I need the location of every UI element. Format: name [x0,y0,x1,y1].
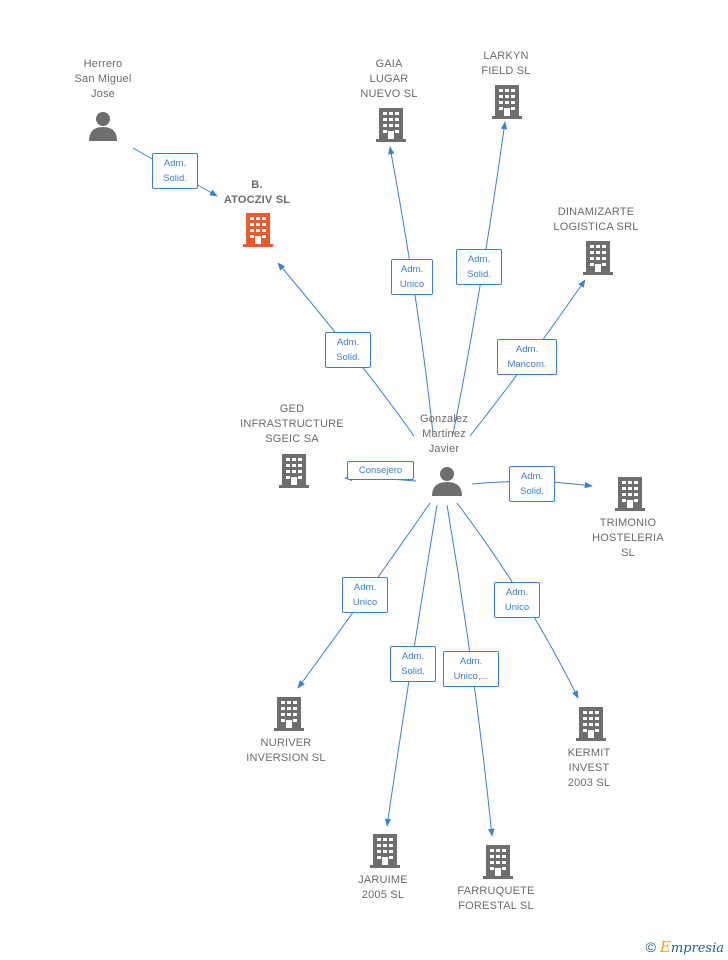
building-icon [274,697,304,731]
node-label: KERMIT INVEST 2003 SL [567,747,611,789]
relation-label[interactable]: Adm. Unico [391,259,433,295]
node-label: GED INFRASTRUCTURE SGEIC SA [240,403,344,445]
relation-label[interactable]: Adm. Solid. [152,153,198,189]
node-label: JARUIME 2005 SL [358,874,408,901]
building-icon [492,85,522,119]
building-icon [576,707,606,741]
node-label: DINAMIZARTE LOGISTICA SRL [553,206,639,233]
relation-label[interactable]: Adm. Solid. [456,249,502,285]
building-icon [583,241,613,275]
building-icon [615,477,645,511]
node-label: GAIA LUGAR NUEVO SL [360,58,418,100]
building-icon [370,834,400,868]
person-icon [89,112,117,141]
brand-logo-text: mpresia [670,941,724,956]
relation-label[interactable]: Adm. Solid. [390,646,436,682]
node-label: Gonzalez Martinez Javier [419,413,469,455]
brand-logo-letter: E [659,938,671,956]
node-label: NURIVER INVERSION SL [246,737,326,764]
building-icon [483,845,513,879]
node-label: FARRUQUETE FORESTAL SL [457,885,535,912]
relation-label[interactable]: Adm. Mancom. [497,339,557,375]
relation-label[interactable]: Adm. Unico,... [443,651,499,687]
relation-label[interactable]: Adm. Solid. [509,466,555,502]
relation-label[interactable]: Adm. Solid. [325,332,371,368]
node-label: Herrero San Miguel Jose [74,58,132,100]
edge-gonzalez-gaia [388,146,434,435]
copyright-icon: © [645,939,656,955]
node-label: TRIMONIO HOSTELERIA SL [592,517,664,559]
node-label: B. ATOCZIV SL [223,179,291,206]
relation-label[interactable]: Adm. Unico [494,582,540,618]
edge-gonzalez-larkyn [452,121,508,435]
relation-label[interactable]: Consejero [347,461,414,480]
building-icon [279,454,309,488]
person-icon [432,467,462,496]
building-icon [376,108,406,142]
node-label: LARKYN FIELD SL [481,50,531,77]
building-icon [243,213,273,247]
relation-label[interactable]: Adm. Unico [342,577,388,613]
footer-brand: ©Empresia [646,938,724,956]
